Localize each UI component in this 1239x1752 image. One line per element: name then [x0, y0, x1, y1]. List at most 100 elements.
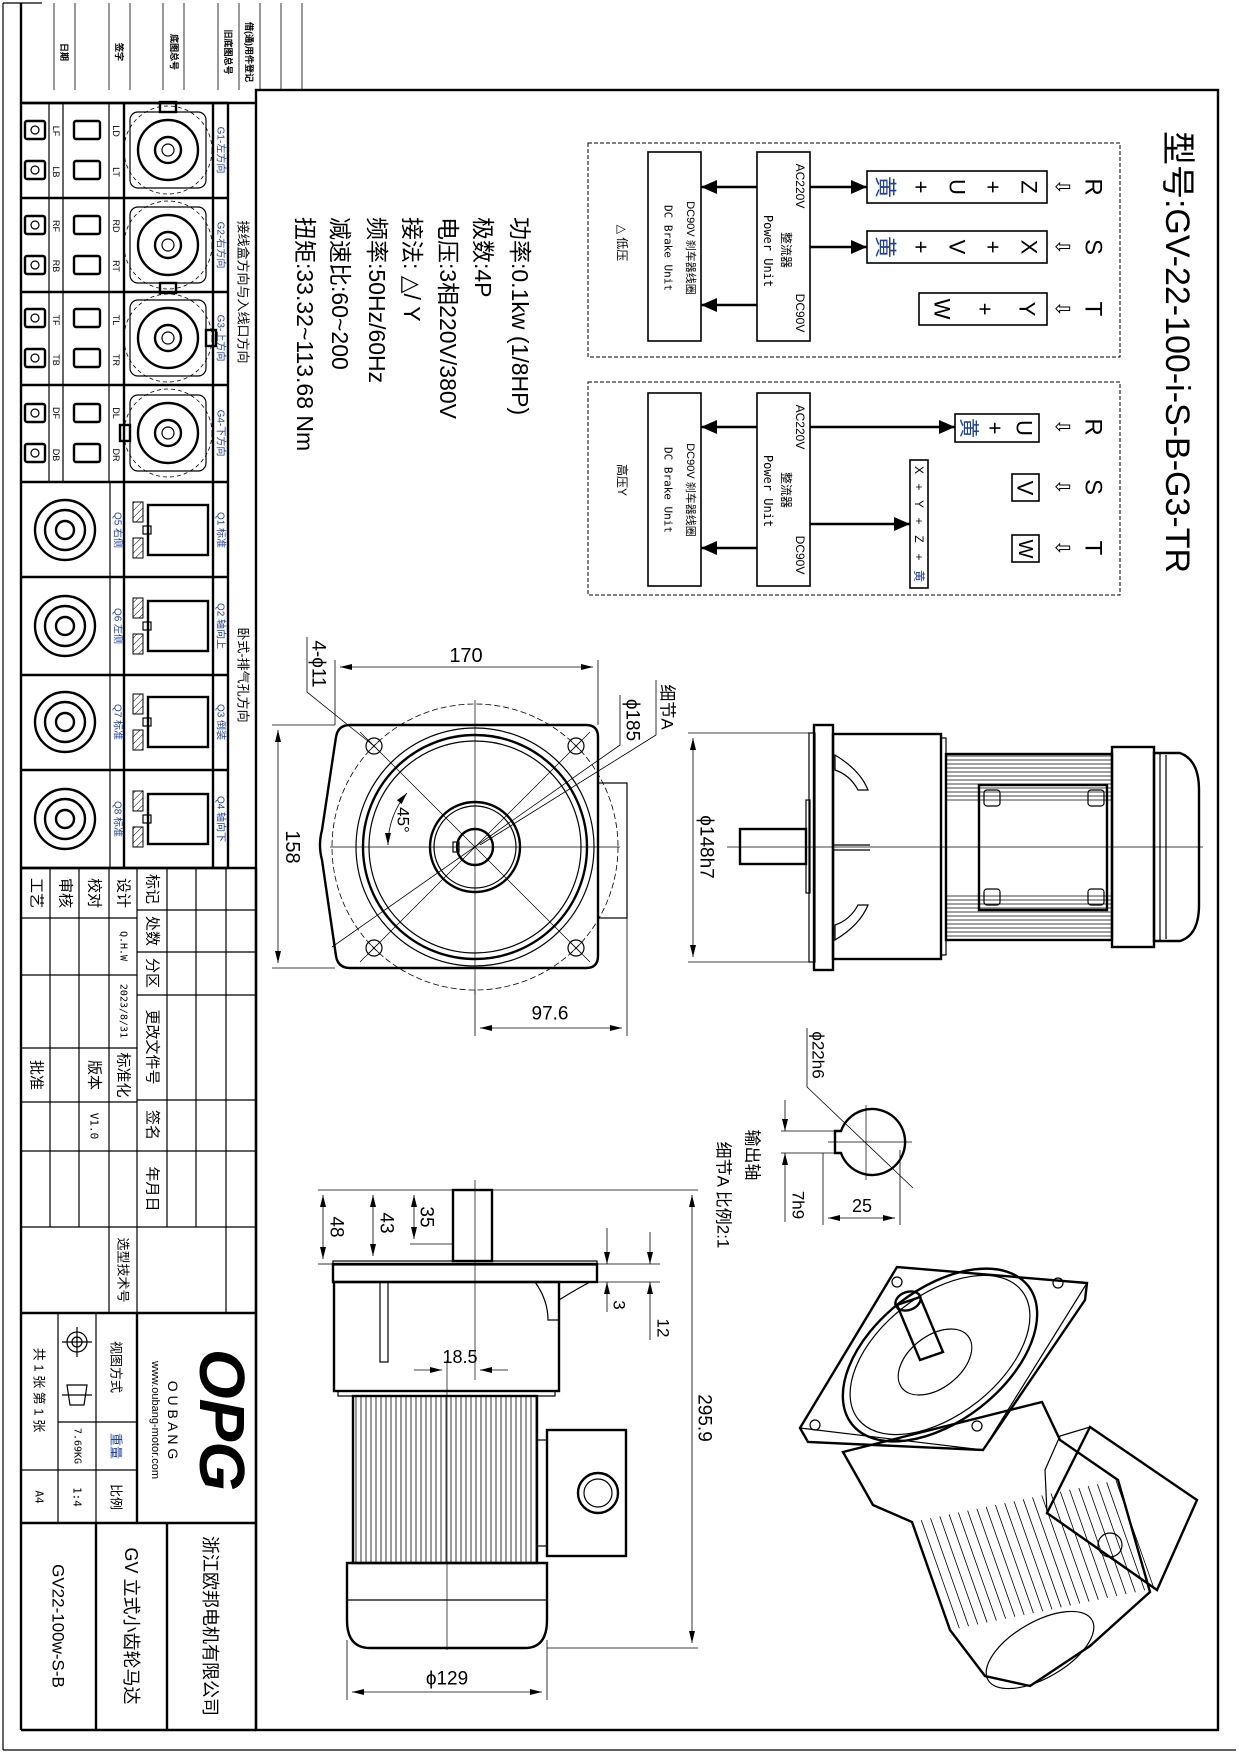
motor-front-icon — [123, 293, 213, 383]
tb-standard-label: 标准化 — [115, 1052, 132, 1097]
tb-sign-label: 签名 — [144, 1110, 161, 1140]
wiring-diagram-high-voltage: R S T ⇦ ⇦ ⇦ U + 黄 V W X + Y + Z + 黄 AC22… — [587, 381, 1121, 596]
tb-process-label: 工艺 — [28, 878, 45, 908]
motor-front-icon — [43, 700, 87, 744]
terminal-orientation-icon — [23, 214, 47, 236]
option-code: LD — [111, 125, 121, 137]
dim-35: 35 — [416, 1206, 437, 1227]
cooling-fin — [1097, 1484, 1136, 1593]
terminal-char: + — [981, 181, 1006, 194]
motor-front-icon — [161, 331, 175, 345]
motor-front-icon — [33, 594, 97, 658]
cooling-fin — [1050, 1493, 1090, 1602]
motor-front-icon — [54, 615, 76, 637]
motor-front-icon — [153, 418, 183, 448]
option-g1-label: G1-左方向 — [215, 127, 228, 174]
terminal-box-s — [1011, 473, 1040, 502]
terminal-orientation-icon — [30, 165, 40, 175]
motor-front-icon — [161, 426, 175, 440]
option-code: DR — [111, 449, 121, 462]
motor-front-icon — [136, 306, 200, 370]
terminal-orientation-icon — [30, 353, 40, 363]
shaft-icon — [142, 621, 152, 631]
input-r: R — [1080, 418, 1107, 435]
terminal-orientation-icon — [72, 119, 102, 141]
brake-unit-box — [647, 151, 702, 342]
terminal-box-s — [866, 230, 1048, 264]
motor-front-icon — [43, 604, 87, 648]
bolt-hole — [365, 737, 383, 755]
input-t: T — [1080, 541, 1107, 556]
mounting-base-icon — [132, 537, 144, 559]
wiring-diagram-low-voltage: R S T ⇦ ⇦ ⇦ Z + U + 黄 X + V + 黄 Y + W AC… — [587, 142, 1121, 358]
front-view: 170 158 4-ϕ11 ϕ185 细节A 45° 97.6 — [272, 637, 677, 1036]
option-q7-label: Q7 标准 — [112, 704, 124, 740]
brake-unit-cn: DC90V 刹车器线圈 — [684, 443, 698, 537]
brake-unit-cn: DC90V 刹车器线圈 — [684, 201, 698, 295]
offset-18-5-dim: 18.5 — [442, 1347, 477, 1367]
option-code: RF — [51, 220, 61, 232]
motor-specs: 功率:0.1kw (1/8HP) 极数:4P 电压:3相220V/380V 接法… — [292, 217, 533, 451]
terminal-box-icon — [158, 281, 178, 295]
brake-unit-en: DC Brake Unit — [662, 205, 675, 291]
terminal-orientation-icon — [30, 220, 40, 230]
tb-check-label: 校对 — [86, 878, 103, 908]
star-char: X — [912, 466, 926, 474]
motor-front-icon — [161, 143, 175, 157]
power-unit-box — [756, 392, 811, 587]
terminal-orientation-icon — [30, 408, 40, 418]
isometric-view — [798, 1265, 1199, 1690]
bottom-view: 48 43 35 3 12 295.9 18.5 ϕ129 — [318, 1180, 715, 1700]
motor-front-icon — [136, 401, 200, 465]
mounting-side-icon — [146, 695, 210, 749]
body-diameter-dim: ϕ129 — [426, 1669, 468, 1690]
cooling-fin — [1032, 1497, 1071, 1606]
motor-front-icon — [33, 690, 97, 754]
cooling-fin — [1115, 1480, 1155, 1589]
motor-front-icon — [123, 388, 213, 478]
motor-front-icon — [33, 787, 97, 851]
terminal-orientation-icon — [30, 125, 40, 135]
header-base-drawing-no-label: 底图总号 — [169, 34, 180, 70]
mounting-base-icon — [132, 729, 144, 751]
mounting-base-icon — [132, 693, 144, 715]
mounting-side-icon — [146, 792, 210, 846]
power-ac-label: AC220V — [793, 164, 807, 209]
model-title: 型号:GV-22-100-i-S-B-G3-TR — [1158, 131, 1196, 573]
tb-count-label: 处数 — [144, 916, 161, 946]
shaft-diameter-dim: ϕ22h6 — [809, 1031, 828, 1078]
company-website: www.oubang-motor.com — [149, 1360, 161, 1479]
option-code: TR — [111, 354, 121, 366]
motor-front-icon — [33, 498, 97, 562]
terminal-orientation-icon — [23, 307, 47, 329]
option-g2-label: G2-右方向 — [215, 222, 228, 269]
terminal-orientation-icon — [72, 347, 102, 369]
brand-name: O U B A N G — [165, 1381, 181, 1460]
mounting-side-icon — [146, 503, 210, 557]
terminal-char: + — [909, 241, 934, 254]
detail-subtitle: 细节A 比例2:1 — [714, 1142, 733, 1249]
power-ac-label: AC220V — [793, 405, 807, 450]
terminal-char: W — [930, 299, 955, 320]
terminal-char-yellow: 黄 — [873, 176, 898, 198]
terminal-char: V — [1013, 481, 1038, 496]
cooling-fin — [985, 1506, 1025, 1616]
option-code: RT — [111, 260, 121, 272]
power-dc-label: DC90V — [793, 294, 807, 333]
motor-front-icon — [129, 299, 207, 377]
terminal-orientation-icon — [72, 402, 102, 424]
motor-front-icon — [136, 118, 200, 182]
tb-zone-label: 分区 — [144, 958, 161, 988]
mounting-base-icon — [132, 633, 144, 655]
tb-sheets-value: 共 1 张 第 1 张 — [32, 1348, 47, 1433]
cooling-fin — [967, 1510, 1006, 1619]
motor-front-icon — [129, 111, 207, 189]
spec-torque: 扭矩:33.32~113.68 Nm — [292, 217, 318, 451]
input-arrow-icon: ⇦ — [1055, 416, 1072, 438]
option-q6-label: Q6 左侧 — [112, 608, 125, 644]
terminal-box-icon — [158, 100, 178, 114]
option-code: LT — [111, 167, 121, 177]
terminal-orientation-icon — [23, 159, 47, 181]
motor-front-icon — [153, 323, 183, 353]
